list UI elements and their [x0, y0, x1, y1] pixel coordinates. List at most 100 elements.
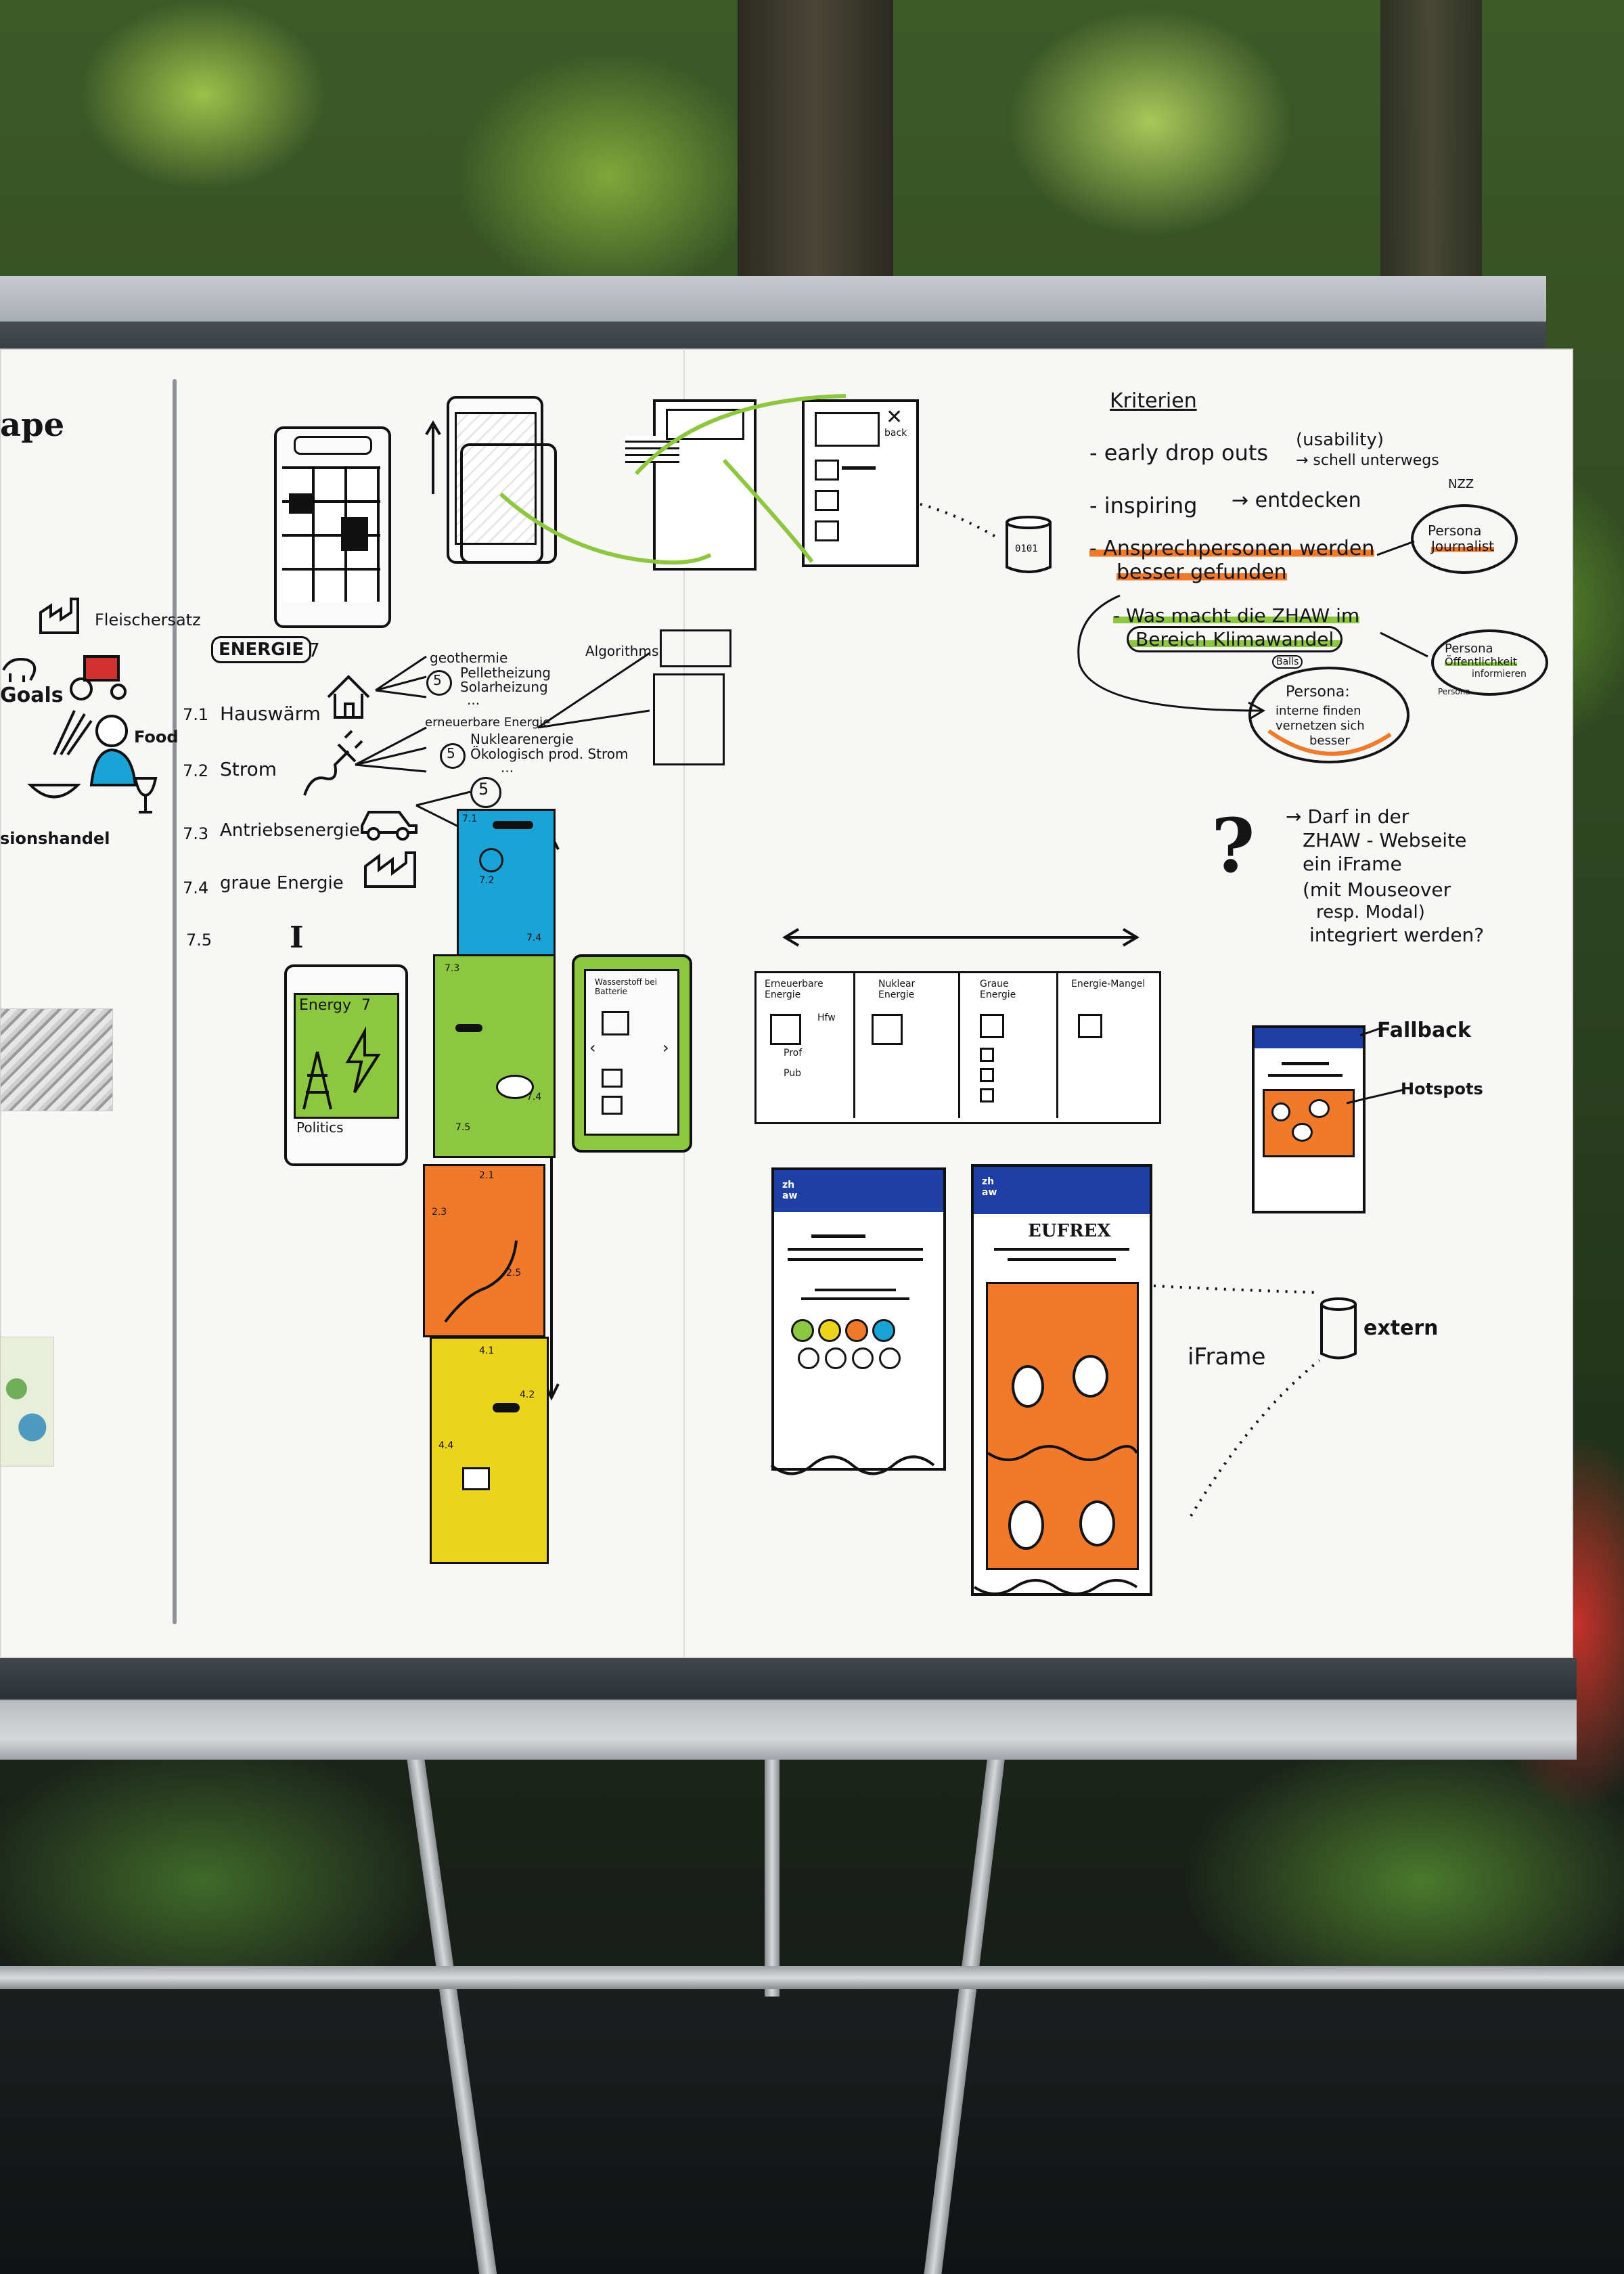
kriterium-3: - Ansprechpersonen werden [1089, 537, 1375, 560]
strip-count-badge [470, 777, 501, 808]
list-next-icon[interactable]: › [662, 1038, 669, 1057]
iframe-hotspot-2 [1073, 1355, 1108, 1398]
green-flow-arrows [499, 394, 847, 565]
list-prev-icon[interactable]: ‹ [589, 1038, 596, 1057]
overview-row-pub: Pub [784, 1068, 801, 1079]
topic-icon-4 [872, 1319, 895, 1342]
svg-text:0101: 0101 [1015, 543, 1038, 554]
phone-energy-screen [294, 993, 399, 1119]
phone-green-list-screen [584, 969, 679, 1136]
fallback-pointer [1359, 1027, 1380, 1037]
tablet-sketch-4: ✕ back [802, 399, 919, 567]
persona-arrows [1376, 540, 1428, 658]
overview-col-4: Energie-Mangel [1071, 979, 1146, 989]
blue-strip-label-1: 7.1 [462, 813, 478, 824]
topic-icon-6 [825, 1347, 847, 1369]
iframe-hotspot-4 [1079, 1500, 1115, 1546]
persona-public-line2: Öffentlichkeit [1445, 655, 1517, 668]
easel-leg-middle [765, 1753, 780, 1997]
question-mark: ? [1211, 802, 1255, 889]
kriterien-heading: Kriterien [1110, 389, 1197, 413]
food-label: Food [134, 728, 179, 746]
option-more-2: ... [501, 759, 514, 776]
factory-grey-energy-icon [364, 851, 416, 888]
kriterium-1-sub: → schell unterwegs [1296, 452, 1439, 469]
green-strip-label-1: 7.3 [445, 963, 460, 974]
emissionshandel-label: sionshandel [0, 829, 110, 848]
hotspot-3 [1292, 1123, 1313, 1142]
orange-strip: 2.1 2.3 2.5 [423, 1164, 545, 1337]
cow-icon [2, 658, 37, 682]
board-frame-bottom [0, 1658, 1577, 1760]
goals-label: Goals [0, 684, 64, 707]
orange-strip-label-1: 2.1 [479, 1170, 495, 1181]
back-label: back [884, 428, 907, 439]
fallback-header-bar [1255, 1028, 1363, 1048]
orange-strip-road [444, 1240, 518, 1323]
iframe-fold-line [987, 1445, 1138, 1461]
house-option-branches [375, 655, 427, 698]
option-nuklear: Nuklearenergie [470, 731, 574, 747]
row-code-7-1: 7.1 [183, 705, 209, 724]
nzz-label: NZZ [1448, 477, 1474, 491]
green-strip: 7.3 7.5 7.4 [433, 954, 556, 1158]
glass-icon [134, 777, 158, 813]
option-pelletheizung: Pelletheizung [460, 665, 551, 681]
blue-strip-label-3: 7.4 [526, 933, 542, 943]
overview-col-2: Nuklear Energie [878, 979, 916, 1000]
option-erneuerbare: erneuerbare Energie [425, 715, 551, 730]
grain-icon [53, 710, 93, 756]
question-line-4: (mit Mouseover [1303, 878, 1451, 901]
phone-green-list-heading: Wasserstoff bei Batterie [595, 977, 657, 996]
yellow-strip-label-3: 4.4 [438, 1440, 454, 1451]
blue-strip: 7.1 7.2 7.4 [457, 809, 556, 958]
persona-public-line3: informieren [1472, 669, 1527, 679]
persona-journalist-line2: Journalist [1431, 538, 1494, 554]
board-frame-top [0, 276, 1546, 351]
yellow-strip: 4.1 4.2 4.4 [430, 1337, 549, 1564]
extern-label: extern [1363, 1316, 1439, 1340]
pylon-icon [302, 1051, 332, 1110]
kriterium-3-sub: besser gefunden [1116, 560, 1287, 584]
overview-row-hfw: Hfw [817, 1012, 836, 1023]
kriterium-4: - Was macht die ZHAW im [1113, 604, 1360, 627]
iframe-hotspot-1 [1012, 1365, 1044, 1408]
person-eating-icon [89, 715, 137, 786]
web-mockup-large-logo: zh aw [982, 1176, 997, 1198]
fleischersatz-label: Fleischersatz [95, 610, 201, 629]
fallback-phone [1252, 1025, 1366, 1213]
kriterium-4-sub: Bereich Klimawandel [1127, 626, 1343, 652]
house-icon [327, 675, 370, 719]
pasted-city-sketch [0, 1008, 113, 1111]
phone-sketch-2-shadow [460, 443, 557, 564]
bowl-icon [27, 784, 81, 799]
hotspot-2 [1309, 1099, 1330, 1118]
tree-trunk-right [1380, 0, 1482, 284]
persona-journalist-line1: Persona [1428, 522, 1482, 539]
hotspots-label: Hotspots [1401, 1079, 1483, 1098]
algorithm-card-1 [660, 629, 731, 667]
power-option-count: 5 [447, 745, 455, 761]
overview-col-1: Erneuerbare Energie [765, 979, 824, 1000]
persona-internal-line1: Persona: [1286, 684, 1350, 700]
database-icon: 0101 [1006, 516, 1052, 573]
energie-tag: ENERGIE [211, 636, 312, 663]
easel-crossbar [0, 1966, 1624, 1989]
kriterien-loop-arrow [1077, 594, 1266, 720]
kriterium-1: - early drop outs [1089, 440, 1269, 466]
blue-strip-icon [479, 848, 503, 872]
kriterium-2: - inspiring [1089, 493, 1198, 518]
orange-strip-label-3: 2.5 [506, 1268, 522, 1278]
web-mockup-small-logo: zh aw [782, 1180, 798, 1201]
power-option-count-badge [440, 743, 466, 769]
close-icon[interactable]: ✕ [886, 405, 903, 429]
pasted-map-sketch [0, 1337, 54, 1467]
persona-internal-bubble [1248, 667, 1409, 763]
row-code-7-5: 7.5 [186, 931, 212, 950]
web-mockup-small-tear [770, 1455, 935, 1475]
car-icon [361, 811, 418, 841]
question-line-3: ein iFrame [1303, 853, 1402, 875]
phone-energy-title: Energy [299, 997, 352, 1014]
topic-icon-7 [852, 1347, 874, 1369]
web-mockup-small: zh aw [771, 1167, 946, 1471]
